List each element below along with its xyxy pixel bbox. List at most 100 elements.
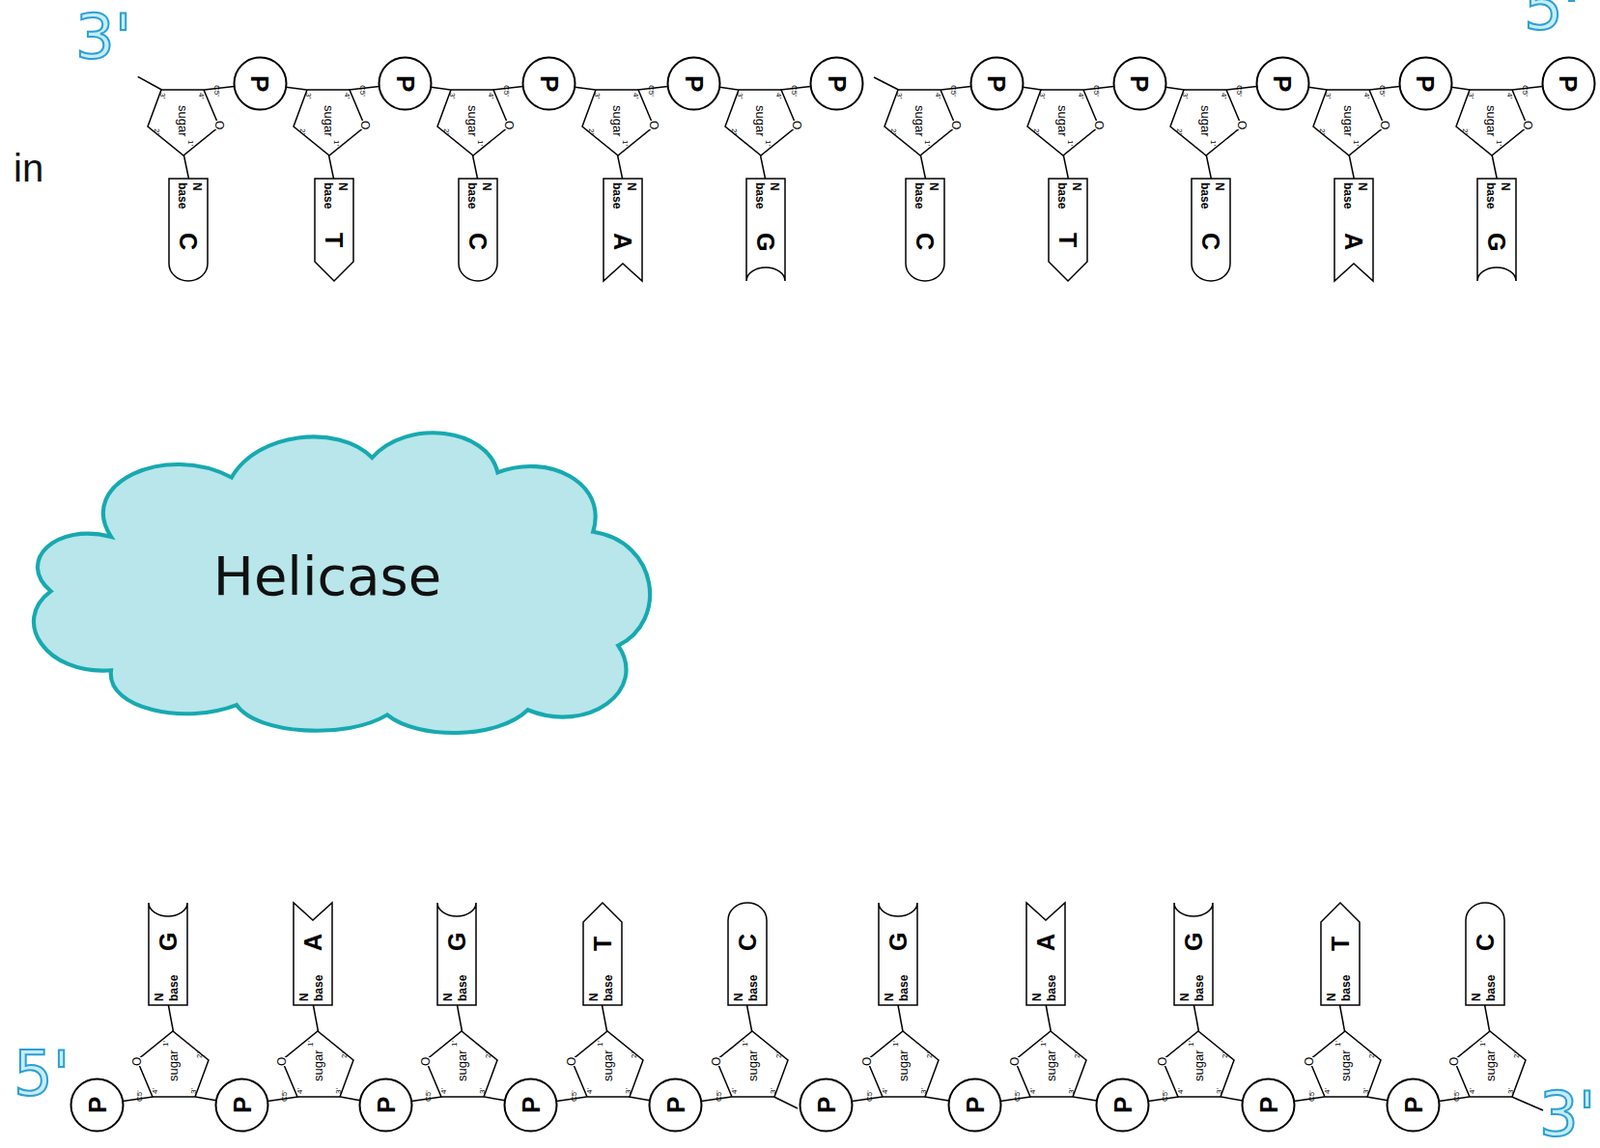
carbon-number: 1' — [1351, 140, 1360, 146]
carbon-number: 1' — [332, 140, 340, 146]
carbon-number: 4' — [1219, 92, 1228, 99]
phosphate-circle: P — [232, 56, 288, 112]
carbon-number: 4' — [342, 92, 351, 99]
sugar-label: sugar — [322, 105, 336, 138]
base-outline — [1048, 178, 1088, 281]
sugar-ring: sugarO3'4'C5'2'1' — [571, 1031, 644, 1097]
oxygen-label: O — [861, 1057, 873, 1067]
base-letter: T — [590, 936, 616, 952]
sugar-label: sugar — [754, 105, 767, 138]
carbon-number: 3' — [1038, 92, 1046, 99]
sugar-ring: sugarO3'4'C5'2'1' — [293, 89, 365, 156]
carbon-number: 3' — [448, 92, 456, 99]
phosphate-circle: P — [1112, 56, 1168, 112]
phosphate-circle: P — [1541, 56, 1597, 112]
phosphate-label: P — [518, 1096, 544, 1114]
carbon-number: 2' — [630, 1052, 639, 1059]
nitrogen-label: N — [442, 992, 454, 1002]
sugar-label: sugar — [611, 105, 624, 138]
nitrogen-label: N — [883, 992, 896, 1002]
base-outline — [1334, 178, 1374, 281]
covalent-bond — [329, 155, 335, 179]
covalent-bond — [719, 86, 738, 90]
nitrogen-label: N — [1499, 182, 1512, 192]
covalent-bond — [473, 155, 478, 179]
carbon-number: 2' — [775, 1052, 784, 1059]
phosphate-outline — [1242, 1079, 1295, 1132]
phosphate-outline — [1399, 57, 1452, 111]
phosphate-circle: P — [647, 1077, 703, 1133]
carbon-number: 3' — [478, 1088, 487, 1095]
phosphate-outline — [233, 57, 286, 111]
sugar-label: sugar — [1044, 1049, 1058, 1082]
sugar-ring: sugarO3'4'C5'2'1' — [867, 1031, 939, 1097]
carbon-number: 1' — [162, 1040, 170, 1047]
phosphate-label: P — [1126, 75, 1152, 92]
nitrogen-base: NbaseG — [1477, 178, 1516, 281]
sugar-pentagon — [425, 1031, 498, 1097]
carbon-number: 4' — [1468, 1088, 1477, 1095]
base-outline — [148, 902, 188, 1006]
carbon-number: 4' — [1505, 92, 1514, 99]
sugar-label: sugar — [466, 105, 479, 138]
backbone-stub — [138, 76, 163, 90]
base-outline — [905, 178, 945, 281]
oxygen-label: O — [1235, 120, 1248, 130]
oxygen-label: O — [710, 1057, 723, 1067]
sugar-ring: sugarO3'4'C5'2'1' — [1309, 1031, 1381, 1097]
covalent-bond — [1340, 1005, 1346, 1032]
carbon-number: C5' — [136, 1090, 144, 1102]
phosphate-circle: P — [1240, 1077, 1296, 1133]
phosphate-outline — [1095, 1079, 1149, 1132]
carbon-number: C5' — [646, 84, 655, 97]
nitrogen-base: NbaseC — [1191, 178, 1231, 281]
oxygen-label: O — [359, 120, 371, 130]
sugar-ring: sugarO3'4'C5'2'1' — [1162, 1031, 1235, 1097]
phosphate-label: P — [1109, 1096, 1135, 1114]
phosphate-label: P — [372, 1096, 398, 1114]
base-label: base — [456, 975, 469, 1002]
base-letter: C — [1198, 232, 1223, 251]
carbon-number: 1' — [1208, 140, 1217, 146]
carbon-number: 2' — [1032, 128, 1040, 135]
carbon-number: 4' — [1323, 1088, 1332, 1095]
carbon-number: 3' — [1180, 92, 1189, 99]
sugar-label: sugar — [455, 1049, 469, 1082]
carbon-number: 1' — [741, 1040, 750, 1047]
carbon-number: 1' — [1187, 1040, 1196, 1047]
nitrogen-base: NbaseA — [293, 902, 333, 1006]
carbon-number: 1' — [1066, 140, 1074, 146]
carbon-number: C5' — [1161, 1090, 1170, 1102]
base-label: base — [466, 182, 478, 209]
sugar-label: sugar — [1192, 1049, 1206, 1082]
backbone-stub — [873, 77, 899, 90]
covalent-bond — [1072, 1096, 1097, 1101]
phosphate-circle: P — [798, 1077, 854, 1133]
phosphate-circle: P — [69, 1077, 125, 1133]
phosphate-label: P — [961, 1096, 987, 1114]
note-text: in — [13, 148, 44, 188]
phosphate-circle: P — [947, 1077, 1003, 1133]
base-letter: C — [175, 232, 200, 251]
sugar-label: sugar — [601, 1049, 615, 1082]
nitrogen-label: N — [732, 992, 745, 1002]
covalent-bond — [617, 155, 623, 179]
sugar-pentagon — [281, 1031, 354, 1097]
carbon-number: C5' — [1520, 84, 1529, 97]
nitrogen-base: NbaseA — [1334, 178, 1374, 281]
sugar-pentagon — [1170, 89, 1242, 156]
carbon-number: 1' — [1479, 1040, 1488, 1047]
base-outline — [1320, 902, 1360, 1006]
base-label: base — [754, 182, 766, 209]
nitrogen-label: N — [1470, 992, 1483, 1002]
base-label: base — [1485, 182, 1497, 209]
base-label: base — [1045, 975, 1058, 1002]
sugar-pentagon — [437, 89, 509, 156]
carbon-number: 1' — [620, 140, 629, 146]
carbon-number: 4' — [881, 1088, 890, 1095]
carbon-number: 3' — [1362, 1088, 1371, 1095]
base-outline — [1191, 178, 1231, 281]
nitrogen-base: NbaseC — [1465, 902, 1505, 1006]
covalent-bond — [1491, 155, 1497, 179]
base-label: base — [611, 182, 623, 209]
